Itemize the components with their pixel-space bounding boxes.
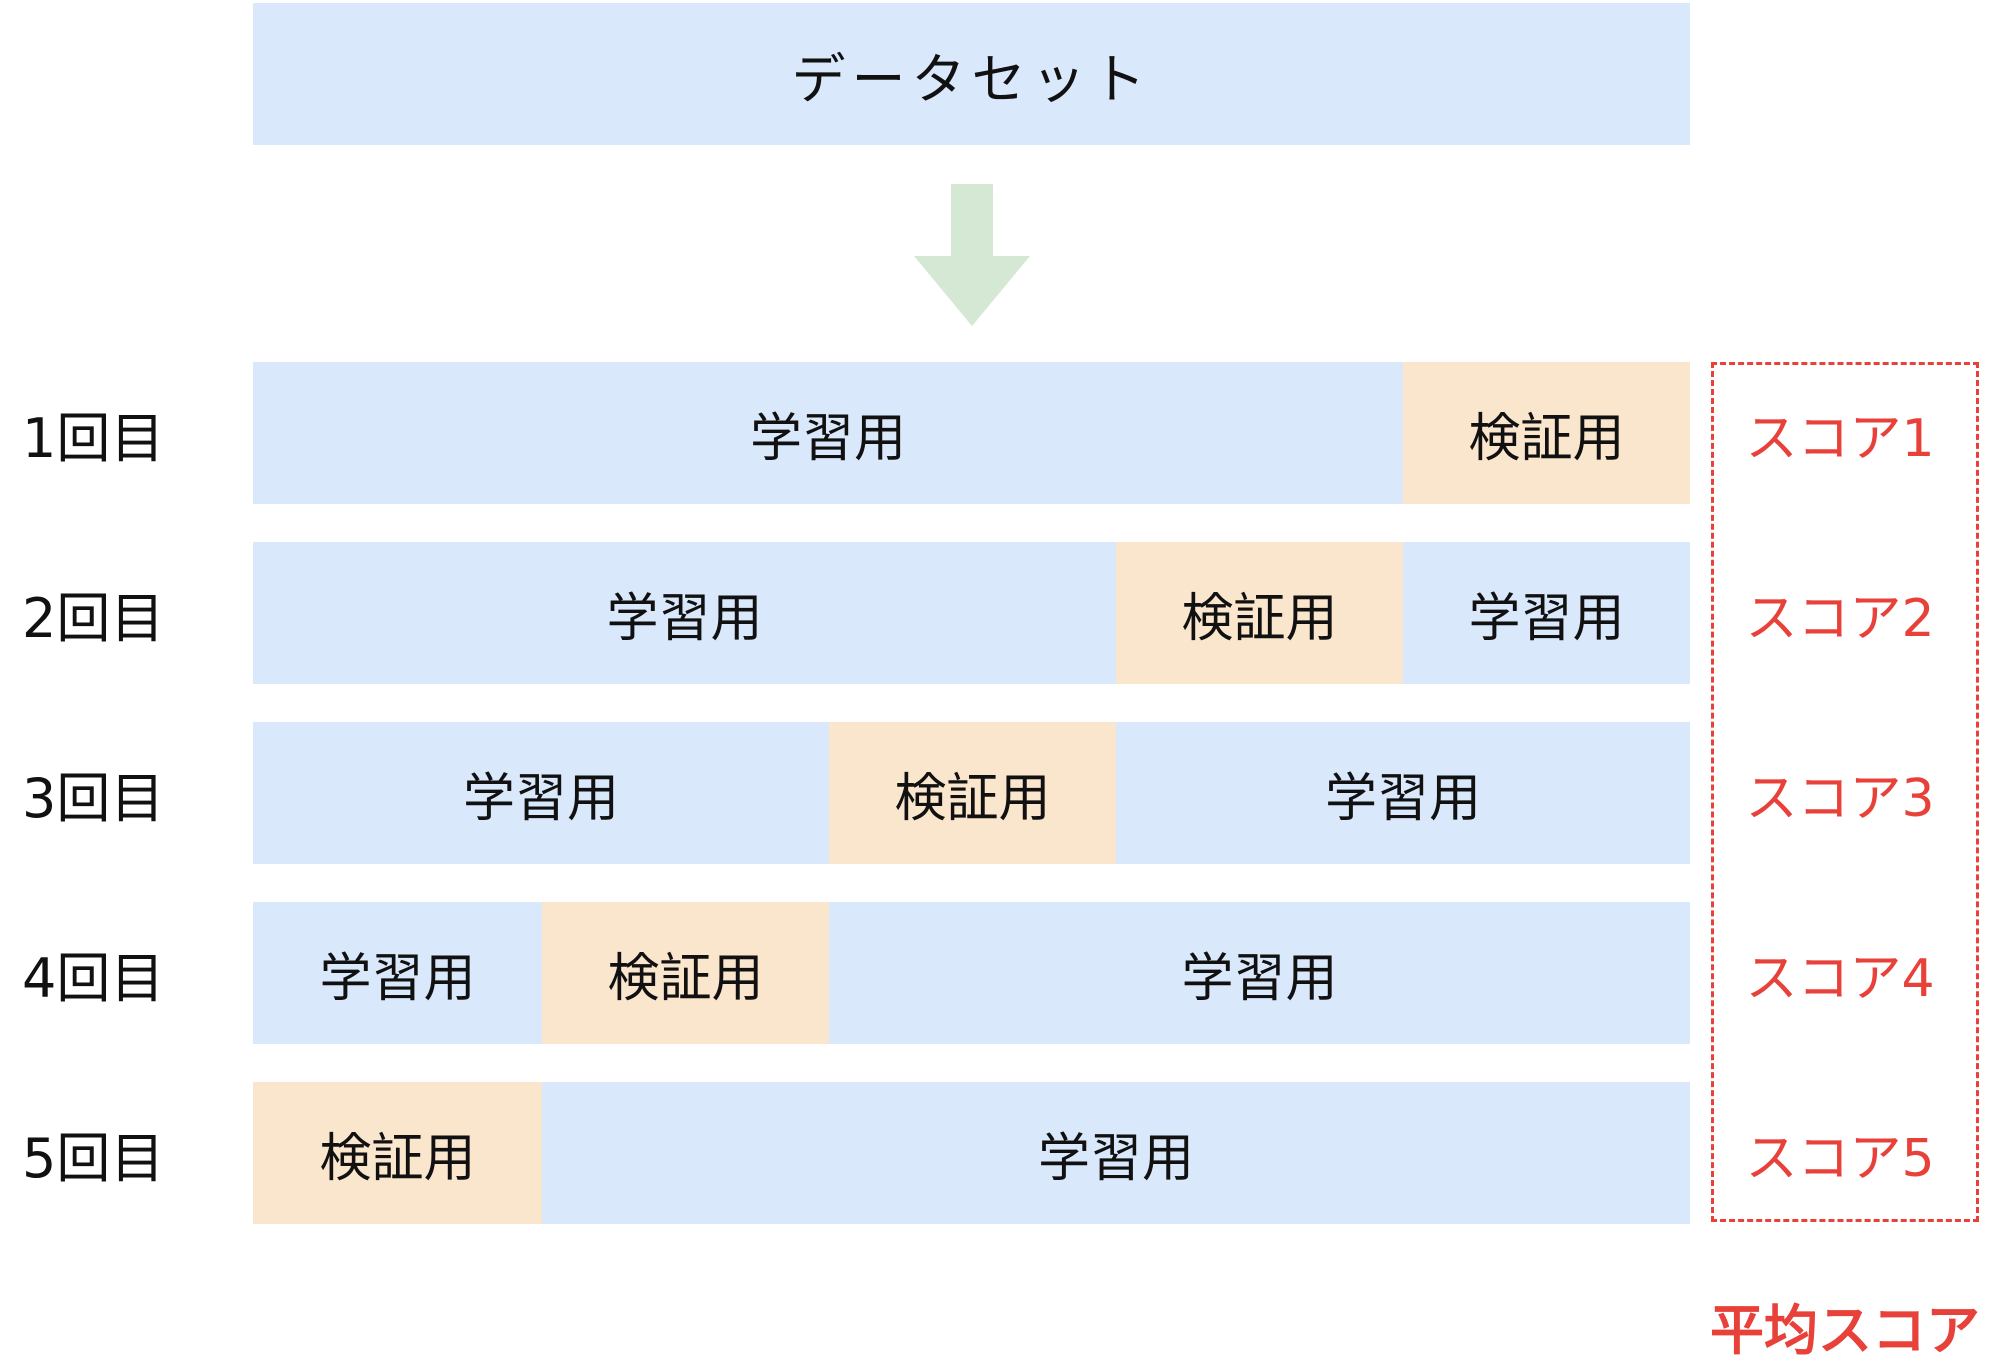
train-segment: 学習用: [1403, 542, 1690, 684]
dataset-label: データセット: [791, 47, 1152, 111]
down-arrow-icon: [914, 184, 1030, 326]
fold-row-3: 3回目 学習用 検証用 学習用 スコア3: [0, 722, 2000, 864]
validation-segment: 検証用: [253, 1082, 542, 1224]
train-segment: 学習用: [1116, 722, 1690, 864]
validation-segment: 検証用: [829, 722, 1116, 864]
validation-segment: 検証用: [1116, 542, 1403, 684]
train-segment: 学習用: [253, 542, 1116, 684]
train-segment: 学習用: [253, 722, 829, 864]
score-label: スコア2: [1745, 588, 1935, 649]
validation-segment: 検証用: [542, 902, 829, 1044]
score-label: スコア3: [1745, 768, 1935, 829]
fold-label: 4回目: [22, 946, 165, 1010]
train-segment: 学習用: [253, 362, 1403, 504]
train-segment: 学習用: [542, 1082, 1690, 1224]
score-label: スコア4: [1745, 948, 1935, 1009]
score-group-box: [1711, 362, 1979, 1222]
fold-row-5: 5回目 検証用 学習用 スコア5: [0, 1082, 2000, 1224]
fold-label: 2回目: [22, 586, 165, 650]
score-label: スコア1: [1745, 408, 1935, 469]
train-segment: 学習用: [829, 902, 1690, 1044]
dataset-block: データセット: [253, 3, 1690, 145]
train-segment: 学習用: [253, 902, 542, 1044]
fold-row-4: 4回目 学習用 検証用 学習用 スコア4: [0, 902, 2000, 1044]
fold-row-1: 1回目 学習用 検証用 スコア1: [0, 362, 2000, 504]
score-label: スコア5: [1745, 1128, 1935, 1189]
fold-label: 5回目: [22, 1126, 165, 1190]
validation-segment: 検証用: [1403, 362, 1690, 504]
fold-label: 1回目: [22, 406, 165, 470]
average-score-label: 平均スコア: [1710, 1298, 1980, 1362]
fold-label: 3回目: [22, 766, 165, 830]
fold-row-2: 2回目 学習用 検証用 学習用 スコア2: [0, 542, 2000, 684]
